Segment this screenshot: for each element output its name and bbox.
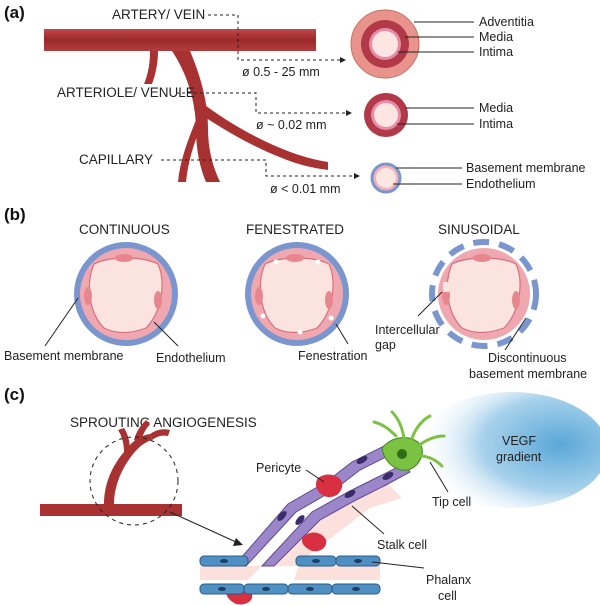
vegf-gradient-cloud [416, 392, 600, 508]
pericyte-leader [305, 469, 325, 483]
sprouting-title: SPROUTING ANGIOGENESIS [70, 415, 257, 430]
gap-leader [417, 291, 443, 317]
phalanx-leader [371, 561, 425, 569]
artery-leader [208, 14, 340, 61]
tip-cell-leader [429, 461, 449, 493]
tip-cell [372, 410, 446, 471]
endo-leader-b [153, 321, 179, 347]
endothelium-label-b: Endothelium [156, 351, 226, 365]
discontinuous-label-1: Discontinuous [488, 351, 567, 365]
arrow-head [354, 173, 360, 179]
intima2-label: Intima [479, 117, 513, 131]
sprouting-vessel [40, 420, 182, 516]
panel-c-label: (c) [4, 385, 25, 404]
basement-membrane-label: Basement membrane [466, 161, 586, 175]
arrow-head [340, 57, 346, 63]
arteriole-venule-label: ARTERIOLE/ VENULE [57, 85, 195, 100]
sinusoidal-capillary [429, 239, 539, 349]
artery-cross-section [350, 9, 420, 79]
stalk-cell-label: Stalk cell [377, 538, 427, 552]
pericyte-label: Pericyte [256, 461, 301, 475]
phalanx-label-1: Phalanx [426, 573, 472, 587]
intercellular-label-1: Intercellular [375, 323, 440, 337]
vessel-tree [44, 29, 328, 182]
media2-label: Media [479, 101, 513, 115]
arteriole-size: ø ~ 0.02 mm [256, 118, 327, 132]
fenestrated-title: FENESTRATED [246, 222, 344, 237]
media-label: Media [479, 30, 513, 44]
discontinuous-leader [504, 317, 527, 351]
bm-label-b: Basement membrane [4, 349, 124, 363]
zoom-arrow [169, 511, 237, 543]
endothelium-label: Endothelium [466, 177, 536, 191]
fenestrated-capillary [245, 242, 349, 346]
arteriole-leader [176, 92, 346, 114]
phalanx-cells [199, 555, 381, 595]
artery-size: ø 0.5 - 25 mm [242, 65, 320, 79]
vegf-label-2: gradient [496, 450, 542, 464]
fenestration-leader [335, 323, 349, 345]
intima-label: Intima [479, 45, 513, 59]
sinusoidal-title: SINUSOIDAL [438, 222, 520, 237]
vegf-label-1: VEGF [502, 434, 536, 448]
artery-vein-label: ARTERY/ VEIN [112, 7, 205, 22]
fenestration-label: Fenestration [298, 349, 368, 363]
continuous-capillary [74, 242, 178, 346]
arrow-head [233, 538, 243, 546]
capillary-cross-section [370, 162, 402, 194]
discontinuous-label-2: basement membrane [469, 367, 587, 381]
arteriole-cross-section [364, 93, 408, 137]
capillary-size: ø < 0.01 mm [270, 182, 341, 196]
zoom-circle [89, 436, 179, 526]
adventitia-label: Adventitia [479, 15, 534, 29]
panel-b-label: (b) [4, 205, 26, 224]
continuous-title: CONTINUOUS [79, 222, 170, 237]
panel-a-label: (a) [4, 3, 25, 22]
bm-leader-b [44, 297, 79, 347]
arrow-head [346, 110, 352, 116]
capillary-leader [161, 159, 354, 177]
phalanx-label-2: cell [438, 589, 457, 603]
capillary-label: CAPILLARY [79, 152, 153, 167]
intercellular-label-2: gap [375, 338, 396, 352]
tip-cell-label: Tip cell [432, 495, 471, 509]
stalk-cell-leader [351, 505, 385, 535]
